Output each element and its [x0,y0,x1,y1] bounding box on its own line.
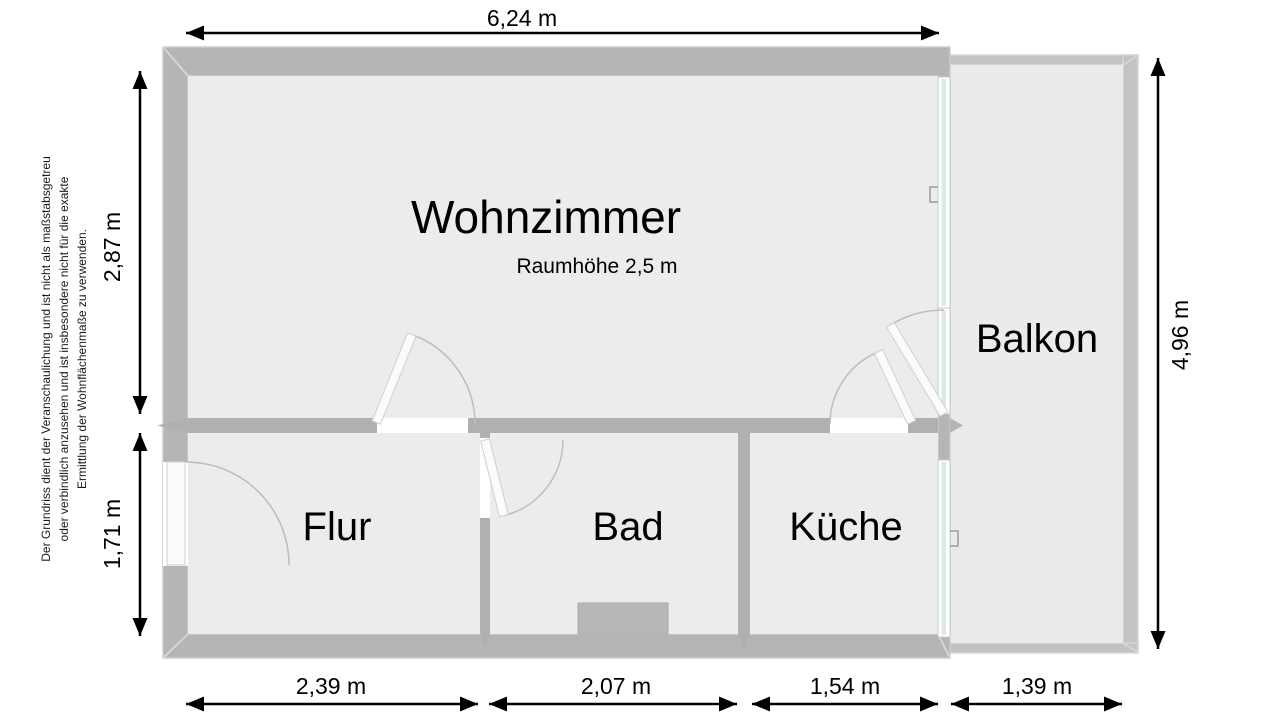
corner-bevels [162,46,1139,659]
door-opening-flur [377,418,468,433]
flur-door-leaf-icon [371,332,417,425]
balcony-wall-right [1122,54,1139,653]
dim-label-bottom-bad: 2,07 m [581,673,651,699]
entrance-door-leaf-icon [166,461,186,566]
room-label-bad: Bad [592,505,663,549]
dim-label-left-lower: 1,71 m [99,499,125,569]
balcony-wall-top [944,54,1139,66]
room-label-wohnzimmer: Wohnzimmer [411,191,681,243]
wall-flur-bad [480,433,490,634]
dimension-labels: 6,24 m 2,87 m 1,71 m 4,96 m 2,39 m 2,07 … [99,5,1193,699]
wall-mitre-left [157,418,189,433]
room-labels: Wohnzimmer Raumhöhe 2,5 m Balkon Flur Ba… [303,191,1099,549]
disclaimer-text: Der Grundriss dient der Veranschaulichun… [39,156,89,562]
apartment-floor [188,76,938,634]
dim-label-bottom-flur: 2,39 m [296,673,366,699]
balcony-wall-bottom [944,642,1139,654]
wall-mitre-right [950,418,963,433]
window-handle-icon [929,186,938,203]
chimney-block [577,602,669,635]
dim-label-top: 6,24 m [487,5,557,31]
window-glass-kueche [941,462,946,635]
dimension-lines [132,25,1166,712]
window-glass-wohnzimmer [941,79,946,306]
room-label-balkon: Balkon [976,317,1098,361]
bad-door-leaf-icon [480,438,509,518]
dim-label-bottom-kueche: 1,54 m [810,673,880,699]
disclaimer-line-2: oder verbindlich anzusehen und ist insbe… [57,176,71,541]
entrance-door-arc-icon [185,461,290,566]
disclaimer-line-1: Der Grundriss dient der Veranschaulichun… [39,156,53,562]
balcony-structure [944,54,1139,654]
kueche-door-leaf-icon [873,349,917,425]
door-opening-bad [480,438,490,518]
bad-door-arc-icon [503,439,564,517]
window-handle-icon [950,530,959,547]
main-structure [157,46,1139,659]
room-label-flur: Flur [303,505,372,549]
dim-label-left-upper: 2,87 m [99,212,125,282]
balcony-door-glass [941,310,946,412]
wall-mitre-bad-right [738,633,750,651]
dim-label-right: 4,96 m [1167,300,1193,370]
balcony-floor [950,65,1123,643]
wall-mitre-bad-left [480,633,490,651]
disclaimer-line-3: Ermittlung der Wohnflächenmaße zu verwen… [75,229,89,489]
wall-bad-kueche [738,433,750,634]
flur-door-arc-icon [415,335,476,425]
room-sublabel-raumhoehe: Raumhöhe 2,5 m [516,255,677,278]
room-label-kueche: Küche [789,505,902,549]
dim-label-bottom-balkon: 1,39 m [1002,673,1072,699]
window-handles [929,186,959,547]
wall-middle [188,418,938,433]
doors [166,309,949,566]
kueche-door-arc-icon [829,352,876,425]
door-opening-kueche [830,418,908,433]
balcony-door-leaf-icon [885,321,949,418]
